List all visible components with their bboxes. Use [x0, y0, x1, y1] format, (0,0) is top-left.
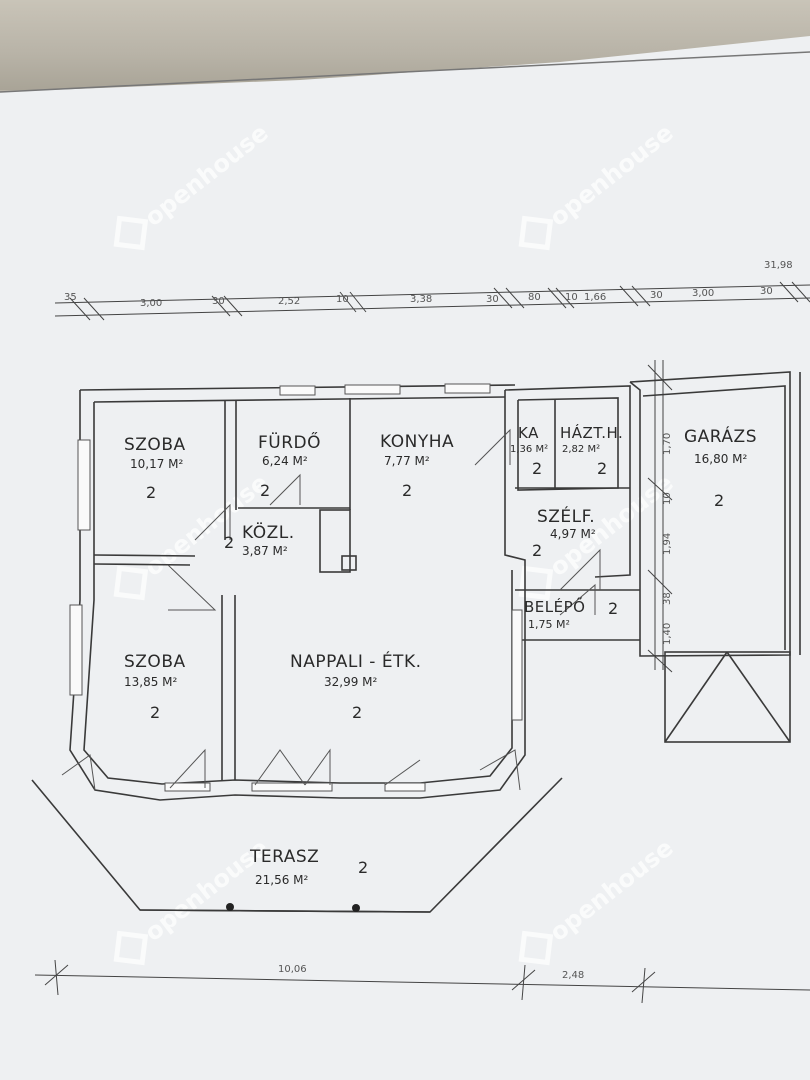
room-code: 2: [597, 459, 607, 478]
dim-total-top: 31,98: [764, 260, 793, 271]
dim-top-3: 2,52: [278, 296, 300, 307]
room-kamra: KA 1,36 M² 2: [510, 424, 548, 478]
room-furdo: FÜRDŐ 6,24 M² 2: [258, 431, 321, 500]
room-code: 2: [260, 481, 270, 500]
room-nappali: NAPPALI - ÉTK. 32,99 M² 2: [290, 650, 422, 722]
room-code: 2: [224, 533, 234, 552]
dim-top-10: 30: [650, 290, 663, 301]
room-code: 2: [150, 703, 160, 722]
room-szoba1: SZOBA 10,17 M² 2: [124, 435, 186, 502]
watermark-logo-icon: [113, 565, 149, 601]
watermark-logo-icon: [113, 215, 149, 251]
room-area: 1,75 M²: [528, 618, 570, 631]
terrace-post: [226, 903, 234, 911]
room-name: SZOBA: [124, 652, 186, 672]
room-haztartasi: HÁZT.H. 2,82 M² 2: [560, 423, 623, 478]
room-garazs: GARÁZS 16,80 M² 2: [684, 425, 757, 510]
room-area: 10,17 M²: [130, 457, 184, 471]
dim-bottom-0: 10,06: [278, 964, 307, 975]
dim-side-4: 1,40: [662, 623, 673, 645]
room-name: SZOBA: [124, 435, 186, 455]
room-code: 2: [402, 481, 412, 500]
room-name: KÖZL.: [242, 521, 295, 543]
room-code: 2: [146, 483, 156, 502]
watermark-logo-icon: [518, 215, 554, 251]
room-code: 2: [352, 703, 362, 722]
side-dim-labels: 1,70 10 1,94 38 1,40: [662, 433, 673, 645]
room-name: NAPPALI - ÉTK.: [290, 650, 422, 672]
room-area: 21,56 M²: [255, 873, 309, 887]
room-name: FÜRDŐ: [258, 431, 321, 453]
room-konyha: KONYHA 7,77 M² 2: [380, 432, 454, 500]
dim-top-4: 10: [336, 294, 349, 305]
terrace-post: [352, 904, 360, 912]
room-area: 16,80 M²: [694, 452, 748, 466]
room-belepo: BELÉPŐ 1,75 M² 2: [524, 596, 618, 631]
room-code: 2: [532, 459, 542, 478]
room-code: 2: [532, 541, 542, 560]
room-name: HÁZT.H.: [560, 423, 623, 442]
dim-top-11: 3,00: [692, 288, 714, 299]
dim-side-3: 38: [662, 592, 673, 605]
paper-border: [0, 51, 810, 93]
dim-top-1: 3,00: [140, 298, 162, 309]
room-area: 13,85 M²: [124, 675, 178, 689]
room-name: KA: [518, 424, 539, 442]
room-code: 2: [714, 491, 724, 510]
room-area: 2,82 M²: [562, 444, 600, 455]
room-code: 2: [358, 858, 368, 877]
room-terasz: TERASZ 21,56 M² 2: [249, 847, 368, 887]
bottom-dimension-chain: [34, 959, 810, 1004]
room-area: 4,97 M²: [550, 527, 596, 541]
room-kozl: KÖZL. 3,87 M² 2: [224, 521, 295, 558]
room-area: 32,99 M²: [324, 675, 378, 689]
room-szoba2: SZOBA 13,85 M² 2: [124, 652, 186, 722]
dim-side-0: 1,70: [662, 433, 673, 455]
room-name: TERASZ: [249, 847, 319, 867]
room-name: BELÉPŐ: [524, 596, 585, 616]
room-name: SZÉLF.: [537, 505, 595, 527]
top-dimension-chain: [54, 281, 810, 321]
dim-side-1: 10: [662, 492, 673, 505]
dim-top-9: 1,66: [584, 292, 606, 303]
room-area: 7,77 M²: [384, 454, 430, 468]
watermark-logo-icon: [113, 930, 149, 966]
dim-top-7: 80: [528, 292, 541, 303]
room-area: 1,36 M²: [510, 444, 548, 455]
windows: [69, 383, 523, 792]
door-swings: [61, 428, 601, 791]
dim-top-8: 10: [565, 292, 578, 303]
dim-top-0: 35: [64, 292, 77, 303]
dim-side-2: 1,94: [662, 533, 673, 555]
watermark-logo-icon: [518, 565, 554, 601]
room-code: 2: [608, 599, 618, 618]
room-area: 3,87 M²: [242, 544, 288, 558]
room-name: KONYHA: [380, 432, 454, 452]
side-dimension-chain: [647, 360, 673, 673]
watermark-logo-icon: [518, 930, 554, 966]
dim-bottom-1: 2,48: [562, 970, 584, 981]
dim-top-5: 3,38: [410, 294, 432, 305]
room-name: GARÁZS: [684, 425, 757, 447]
dim-top-2: 30: [212, 296, 225, 307]
room-area: 6,24 M²: [262, 454, 308, 468]
paper-sheet: [0, 36, 810, 1080]
room-szelf: SZÉLF. 4,97 M² 2: [532, 505, 596, 560]
dim-top-12: 30: [760, 286, 773, 297]
dim-top-6: 30: [486, 294, 499, 305]
